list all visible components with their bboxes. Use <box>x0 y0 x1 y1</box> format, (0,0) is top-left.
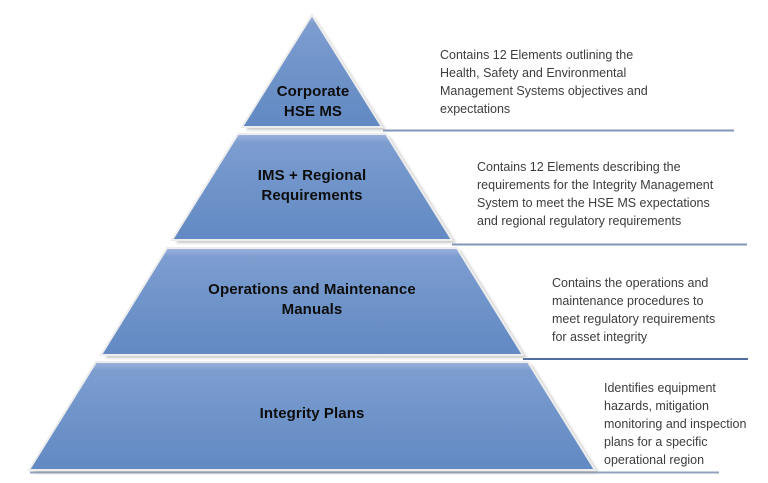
pyramid-tier-ims-regional-requirements <box>170 133 454 241</box>
tier-label-ims-regional-requirements: IMS + Regional Requirements <box>257 167 367 204</box>
tier-label-operations-maintenance-manuals: Operations and Maintenance Manuals <box>208 281 416 318</box>
pyramid-tier-operations-maintenance-manuals <box>99 247 525 356</box>
description-corporate-hse-ms: Contains 12 Elements outlining the Healt… <box>440 48 648 116</box>
pyramid-tier-corporate-hse-ms <box>240 13 384 128</box>
pyramid-tier-integrity-plans <box>27 361 597 471</box>
tier-label-integrity-plans: Integrity Plans <box>259 405 365 422</box>
description-ims-regional-requirements: Contains 12 Elements describing the requ… <box>477 160 714 228</box>
tier-label-corporate-hse-ms: Corporate HSE MS <box>276 83 350 120</box>
description-integrity-plans: Identifies equipment hazards, mitigation… <box>604 381 747 467</box>
description-operations-maintenance-manuals: Contains the operations and maintenance … <box>552 276 716 344</box>
